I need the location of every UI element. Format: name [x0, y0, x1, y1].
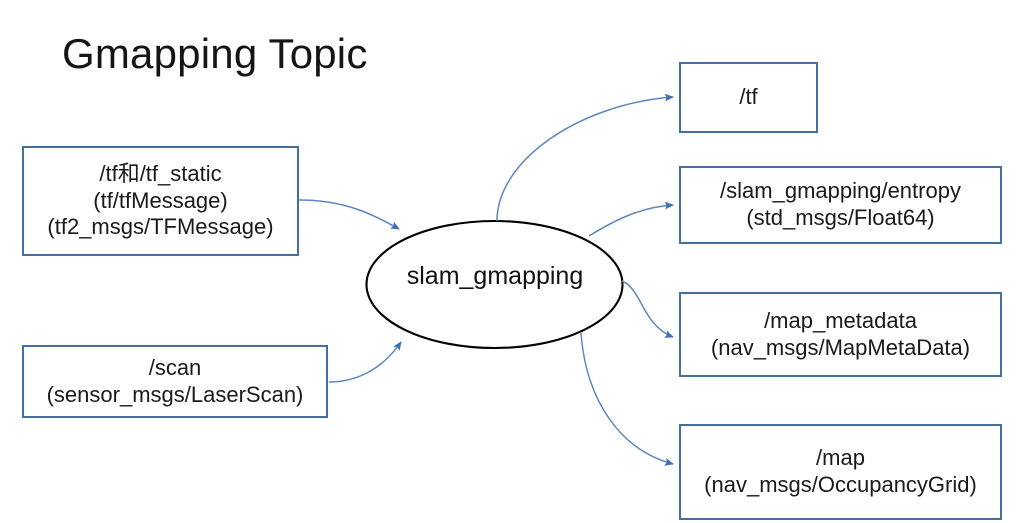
edge-scan-input-to-node: [328, 341, 402, 383]
node-box-scan-input-line-2: (sensor_msgs/LaserScan): [46, 381, 304, 407]
node-box-tf-output[interactable]: /tf: [679, 62, 818, 133]
slam-gmapping-ellipse: [365, 219, 624, 350]
node-box-map-output-line-1: /map: [816, 445, 865, 471]
node-box-mapmetadata-output-line-1: /map_metadata: [764, 307, 917, 333]
node-box-entropy-output[interactable]: /slam_gmapping/entropy (std_msgs/Float64…: [679, 166, 1002, 244]
node-box-mapmetadata-output[interactable]: /map_metadata (nav_msgs/MapMetaData): [679, 292, 1002, 377]
node-box-map-output-line-2: (nav_msgs/OccupancyGrid): [704, 472, 977, 497]
edge-tf-input-to-node: [298, 199, 400, 230]
node-box-entropy-output-line-1: /slam_gmapping/entropy: [720, 178, 961, 204]
node-box-mapmetadata-output-line-2: (nav_msgs/MapMetaData): [710, 334, 971, 360]
node-box-tf-input-line-1: /tf和/tf_static: [99, 160, 222, 186]
node-box-tf-input-line-3: (tf2_msgs/TFMessage): [47, 214, 274, 240]
page-title: Gmapping Topic: [62, 30, 368, 77]
node-box-entropy-output-line-2: (std_msgs/Float64): [746, 205, 935, 230]
node-box-tf-input-line-2: (tf/tfMessage): [93, 187, 228, 213]
edge-node-to-mapmetadata: [621, 280, 674, 338]
node-box-tf-output-line-1: /tf: [739, 84, 758, 110]
node-box-map-output[interactable]: /map (nav_msgs/OccupancyGrid): [679, 424, 1002, 520]
edge-node-to-map: [580, 332, 674, 466]
edge-node-to-entropy: [588, 201, 674, 237]
node-box-tf-input[interactable]: /tf和/tf_static (tf/tfMessage) (tf2_msgs/…: [22, 146, 299, 256]
node-box-scan-input[interactable]: /scan (sensor_msgs/LaserScan): [22, 345, 328, 418]
node-box-scan-input-line-1: /scan: [148, 354, 202, 380]
edge-node-to-tf: [496, 93, 674, 222]
slam-gmapping-label: slam_gmapping: [406, 262, 584, 290]
